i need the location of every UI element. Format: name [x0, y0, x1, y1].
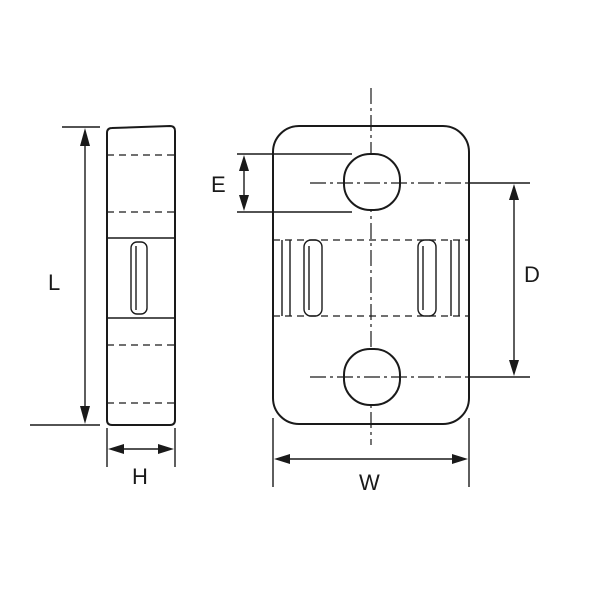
arrow-head	[509, 184, 519, 200]
height-dimension: H	[106, 428, 176, 489]
side-view: L H	[30, 124, 176, 489]
hole-spacing-label: D	[524, 262, 540, 287]
arrow-head	[80, 128, 90, 146]
arrow-head	[108, 444, 124, 454]
side-view-body	[106, 124, 176, 426]
arrow-head	[239, 155, 249, 171]
slot-opening	[417, 239, 437, 317]
arrow-head	[274, 454, 290, 464]
length-dimension: L	[30, 126, 100, 426]
bottom-mounting-hole	[310, 348, 468, 406]
width-dimension: W	[272, 418, 470, 495]
arrow-head	[80, 406, 90, 424]
width-label: W	[359, 470, 380, 495]
length-label: L	[48, 270, 60, 295]
slot-length-label: E	[211, 172, 226, 197]
slot-length-dimension: E	[211, 153, 352, 213]
arrow-head	[239, 195, 249, 211]
arrow-head	[158, 444, 174, 454]
height-label: H	[132, 464, 148, 489]
side-view-slot	[130, 241, 148, 315]
arrow-head	[509, 360, 519, 376]
hole-spacing-dimension: D	[509, 184, 540, 376]
top-mounting-hole	[310, 153, 468, 211]
left-slot	[281, 239, 323, 317]
slot-opening	[303, 239, 323, 317]
top-hole-outline	[343, 153, 401, 211]
right-slot	[417, 239, 460, 317]
arrow-head	[452, 454, 468, 464]
front-view: E D W	[211, 88, 540, 495]
